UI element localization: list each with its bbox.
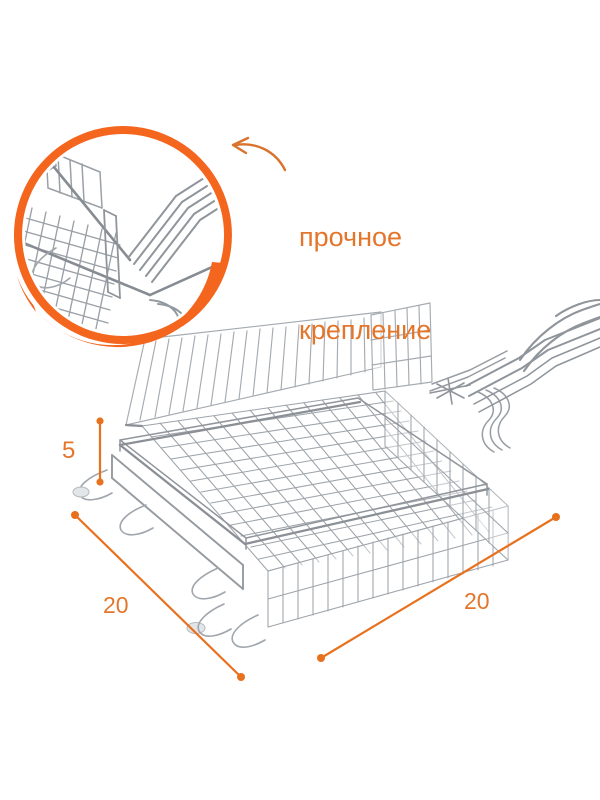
feature-callout-line2: крепление	[299, 315, 432, 345]
basket-front-wall	[267, 505, 509, 628]
callout-ring-thick3	[17, 276, 36, 312]
basket-back-right-panel	[370, 302, 433, 391]
callout-ring-thick2	[224, 222, 232, 266]
callout-ring-thick	[36, 262, 224, 348]
feature-callout-text: прочное крепление	[299, 160, 431, 408]
curved-arrow	[231, 136, 287, 172]
dimension-height-label: 5	[62, 437, 76, 464]
dimension-lines	[71, 417, 560, 681]
dimension-width-label: 20	[464, 588, 490, 614]
basket-tension-clips	[72, 469, 266, 648]
dimension-depth-label: 20	[103, 592, 129, 618]
handle-spring-bends	[477, 387, 511, 453]
detail-zoom-circle	[13, 126, 232, 348]
dimension-depth-line	[71, 511, 245, 681]
basket-right-wall	[384, 390, 509, 561]
bbq-grill-basket	[72, 298, 600, 648]
dimension-height-line	[96, 417, 104, 486]
basket-bottom-mesh	[141, 390, 509, 572]
basket-handle	[465, 298, 600, 413]
feature-callout-line1: прочное	[299, 222, 403, 252]
basket-frame-rods	[118, 400, 490, 546]
handle-connector	[429, 350, 508, 392]
basket-clamp-frame	[111, 454, 244, 590]
dimension-width-line	[317, 513, 560, 662]
